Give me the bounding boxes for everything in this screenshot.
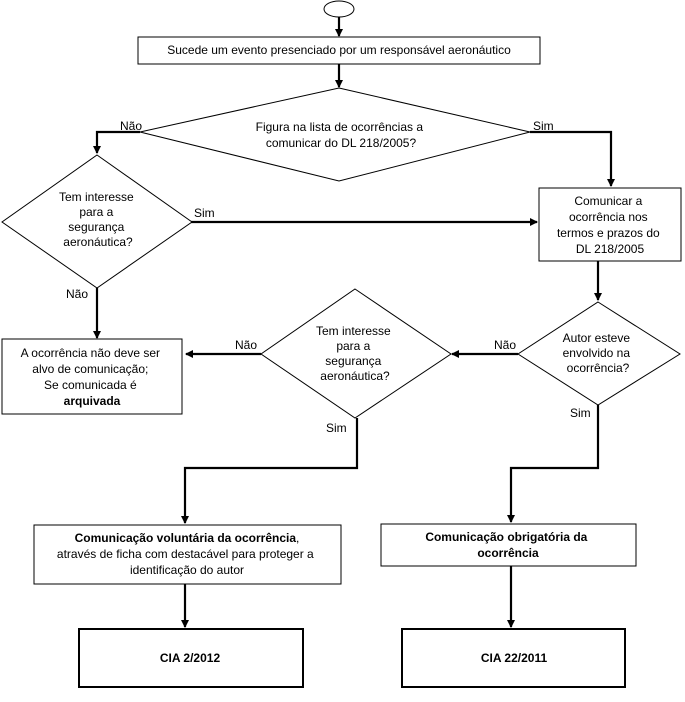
svg-text:Tem interesse para a: Tem interesse para a segurança aeronáuti… [316,324,394,383]
interesse-esq-line-4: aeronáutica? [63,235,133,249]
interesse-centro-line-1: Tem interesse [316,324,391,338]
node-interesse-centro-decision: Tem interesse para a segurança aeronáuti… [260,288,452,419]
autor-line-1: Autor esteve [563,331,631,345]
label-interesse-esq-nao: Não [66,287,88,301]
svg-text:Não: Não [235,338,257,352]
start-terminal [323,0,355,18]
svg-text:Comunicação obrigatória da: Comunicação obrigatória da ocorrência [425,530,590,560]
figura-line-2: comunicar do DL 218/2005? [266,136,417,150]
autor-line-3: ocorrência? [567,361,630,375]
node-cia-22-2011: CIA 22/2011 [401,628,626,688]
label-interesse-centro-sim: Sim [326,421,347,435]
label-figura-sim: Sim [533,119,554,133]
nao-comunicar-bold: arquivada [64,394,121,408]
svg-text:Figura na lista de ocorrências: Figura na lista de ocorrências a comunic… [256,120,427,150]
svg-text:Não: Não [120,119,142,133]
connector-autor-sim [507,405,600,523]
label-interesse-centro-nao: Não [235,338,257,352]
node-comunicar: Comunicar a ocorrência nos termos e praz… [538,187,682,262]
node-nao-comunicar: A ocorrência não deve ser alvo de comuni… [1,338,183,415]
svg-text:Autor esteve envolvido n: Autor esteve envolvido na ocorrência? [563,331,634,375]
node-evento: Sucede um evento presenciado por um resp… [137,36,541,65]
svg-text:Não: Não [66,287,88,301]
connector-figura-nao [93,130,140,154]
node-figura-decision: Figura na lista de ocorrências a comunic… [139,87,531,182]
label-autor-nao: Não [494,338,516,352]
svg-text:Sim: Sim [194,206,215,220]
svg-text:A ocorrência não deve ser: A ocorrência não deve ser alvo de comuni… [21,346,164,408]
figura-line-1: Figura na lista de ocorrências a [256,120,424,134]
obrigatoria-line-1: Comunicação obrigatória da [425,530,587,544]
interesse-centro-line-3: segurança [325,354,381,368]
connector-figura-sim [530,130,615,187]
label-autor-sim: Sim [570,406,591,420]
node-comunicacao-voluntaria: Comunicação voluntária da ocorrência, at… [33,524,342,585]
cia2-label: CIA 22/2011 [481,651,548,665]
comunicar-line-4: DL 218/2005 [576,242,645,256]
svg-text:Sim: Sim [533,119,554,133]
label-interesse-esq-sim: Sim [194,206,215,220]
voluntaria-bold: Comunicação voluntária da ocorrência [75,531,297,545]
nao-comunicar-line-2: alvo de comunicação; [32,362,148,376]
interesse-esq-line-2: para a [79,205,113,219]
cia1-label: CIA 2/2012 [160,651,221,665]
label-figura-nao: Não [120,119,142,133]
svg-text:Comunicar a ocorrência n: Comunicar a ocorrência nos termos e praz… [557,194,663,256]
autor-line-2: envolvido na [563,346,631,360]
svg-text:CIA 2/2012: CIA 2/2012 [160,651,221,665]
svg-text:Sim: Sim [570,406,591,420]
edge-labels: Não Sim Sim Não Não Sim Não Sim [66,119,591,435]
evento-text: Sucede um evento presenciado por um resp… [167,43,511,57]
interesse-esq-line-1: Tem interesse [59,190,134,204]
interesse-centro-line-4: aeronáutica? [320,369,390,383]
node-comunicacao-obrigatoria: Comunicação obrigatória da ocorrência [380,523,637,567]
svg-text:Sucede um evento presenciado p: Sucede um evento presenciado por um resp… [167,43,511,57]
svg-text:através de ficha com destacáve: através de ficha com destacável para pro… [57,547,317,577]
voluntaria-line-2: através de ficha com destacável para pro… [57,547,314,561]
obrigatoria-line-2: ocorrência [477,546,539,560]
interesse-centro-line-2: para a [336,339,370,353]
voluntaria-comma: , [296,531,299,545]
comunicar-line-3: termos e prazos do [557,226,660,240]
svg-text:CIA 22/2011: CIA 22/2011 [481,651,548,665]
node-autor-decision: Autor esteve envolvido na ocorrência? [517,301,681,406]
connector-interesse-centro-sim [181,418,359,524]
node-interesse-esq-decision: Tem interesse para a segurança aeronáuti… [1,154,193,289]
voluntaria-line-3: identificação do autor [130,563,244,577]
node-cia-2-2012: CIA 2/2012 [78,628,304,688]
interesse-esq-line-3: segurança [68,220,124,234]
nao-comunicar-line-1: A ocorrência não deve ser [21,346,160,360]
svg-text:Comunicação voluntária da ocor: Comunicação voluntária da ocorrência, [75,531,300,545]
svg-text:Tem interesse para a: Tem interesse para a segurança aeronáuti… [59,190,137,249]
comunicar-line-2: ocorrência nos [569,210,648,224]
comunicar-line-1: Comunicar a [574,194,642,208]
svg-text:Não: Não [494,338,516,352]
svg-text:Sim: Sim [326,421,347,435]
nao-comunicar-line-3: Se comunicada é [44,378,137,392]
connectors [93,17,615,628]
